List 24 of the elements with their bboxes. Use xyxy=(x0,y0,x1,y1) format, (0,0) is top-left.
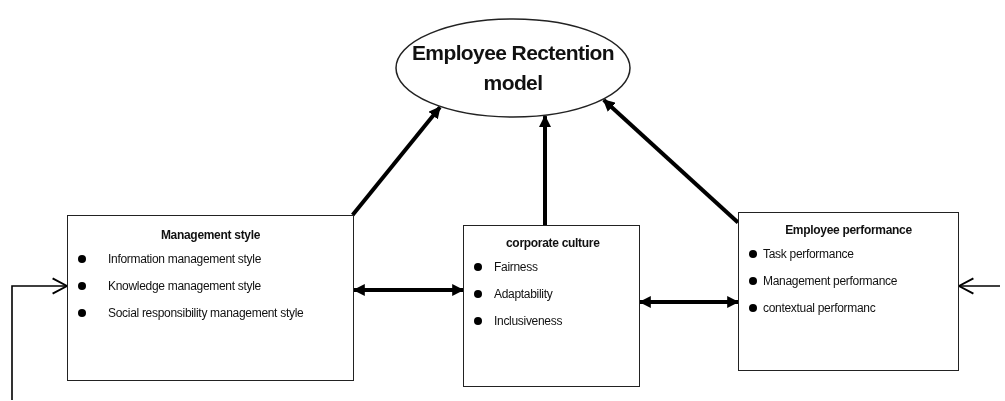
concept-box xyxy=(67,215,354,381)
arrow xyxy=(351,105,442,217)
arrow xyxy=(539,114,551,225)
list-item: Management performance xyxy=(763,274,898,288)
model-title: Employee Rectention model xyxy=(410,39,616,96)
arrow xyxy=(11,277,68,401)
list-item: Knowledge management style xyxy=(108,279,261,293)
arrow xyxy=(602,98,740,224)
box-heading: corporate culture xyxy=(505,236,601,250)
concept-box xyxy=(738,212,959,371)
arrow xyxy=(638,296,740,308)
concept-box xyxy=(463,225,640,387)
box-heading: Employee performance xyxy=(784,223,913,237)
list-item: Task performance xyxy=(763,247,854,261)
list-item: Information management style xyxy=(108,252,261,266)
box-heading: Management style xyxy=(159,228,262,242)
list-item: Inclusiveness xyxy=(494,314,563,328)
arrow xyxy=(352,284,465,296)
arrow xyxy=(958,277,1001,295)
list-item: contextual performanc xyxy=(763,301,876,315)
list-item: Adaptability xyxy=(494,287,553,301)
list-item: Social responsibility management style xyxy=(108,306,304,320)
list-item: Fairness xyxy=(494,260,538,274)
ellipse-node xyxy=(395,18,631,118)
